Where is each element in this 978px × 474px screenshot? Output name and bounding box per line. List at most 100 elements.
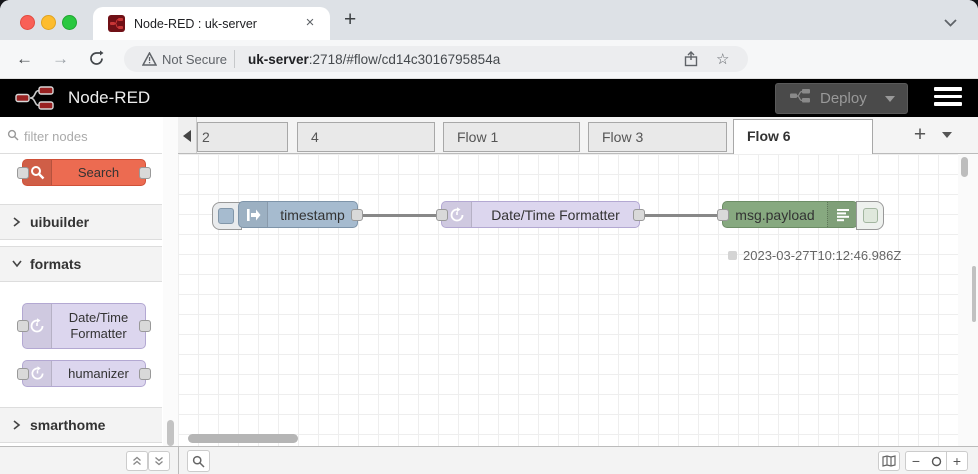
not-secure-warning-icon[interactable]: [141, 51, 158, 71]
tab-close-icon[interactable]: ×: [305, 14, 315, 31]
node-debug-msg-payload[interactable]: msg.payload: [717, 201, 858, 228]
search-icon: [192, 455, 205, 468]
filter-nodes-input[interactable]: [6, 124, 174, 148]
add-flow-button[interactable]: +: [913, 123, 927, 146]
forward-button[interactable]: →: [52, 49, 69, 68]
inject-trigger-button[interactable]: [212, 202, 242, 230]
deploy-button[interactable]: Deploy: [775, 83, 908, 114]
zoom-out-button[interactable]: −: [905, 451, 927, 471]
wire[interactable]: [358, 214, 442, 217]
palette-filter-row: [0, 117, 174, 154]
node-status-text: 2023-03-27T10:12:46.986Z: [743, 248, 902, 263]
node-label: msg.payload: [735, 206, 815, 223]
chevron-right-icon: [13, 217, 21, 227]
divider: [178, 446, 179, 474]
flow-canvas[interactable]: timestamp Date/Time Formatter msg.payloa…: [178, 154, 958, 446]
fullscreen-window-button[interactable]: [62, 15, 77, 30]
node-input-port: [17, 166, 29, 179]
chevron-down-icon[interactable]: [944, 14, 957, 32]
address-bar[interactable]: Not Secure uk-server:2718/#flow/cd14c301…: [124, 46, 748, 72]
palette-category-smarthome[interactable]: smarthome: [0, 407, 162, 443]
window-scrollbar-thumb[interactable]: [972, 266, 976, 322]
divider: [234, 50, 235, 68]
flow-tab-label: 4: [311, 129, 319, 145]
node-output-port[interactable]: [351, 208, 363, 221]
node-input-port: [17, 367, 29, 380]
flow-tab-flow6-active[interactable]: Flow 6: [733, 119, 873, 154]
flow-tab-flow1[interactable]: Flow 1: [443, 122, 580, 152]
flow-tab-clipped[interactable]: 2: [197, 122, 288, 152]
zoom-reset-button[interactable]: [926, 451, 947, 471]
scrollbar-thumb[interactable]: [961, 157, 968, 177]
node-input-port[interactable]: [717, 208, 729, 221]
url-text[interactable]: uk-server:2718/#flow/cd14c3016795854a: [248, 52, 500, 67]
browser-tab[interactable]: Node-RED : uk-server ×: [93, 7, 330, 40]
canvas-vertical-scrollbar-track[interactable]: [958, 154, 978, 446]
tab-title: Node-RED : uk-server: [134, 17, 257, 31]
category-label: uibuilder: [30, 214, 90, 230]
category-label: formats: [30, 256, 82, 272]
flow-tab-flow3[interactable]: Flow 3: [588, 122, 727, 152]
security-label: Not Secure: [162, 52, 228, 67]
double-chevron-up-icon: [133, 456, 141, 465]
node-status-dot: [728, 251, 737, 260]
circle-icon: [931, 456, 941, 466]
tab-scroll-left-button[interactable]: [178, 117, 197, 153]
node-label: Date/Time Formatter: [491, 206, 620, 223]
map-icon: [882, 455, 896, 467]
node-output-port: [139, 166, 151, 179]
app-title: Node-RED: [68, 88, 151, 107]
wire[interactable]: [640, 214, 723, 217]
url-host: uk-server: [248, 52, 309, 67]
deploy-options-caret-icon[interactable]: [884, 95, 895, 102]
bookmark-star-icon[interactable]: ☆: [716, 51, 730, 68]
palette-node-label: humanizer: [68, 365, 129, 381]
palette-category-formats[interactable]: formats: [0, 246, 162, 282]
palette-collapse-all-button[interactable]: [126, 451, 148, 471]
palette-node-label: Search: [77, 164, 120, 180]
node-output-port: [139, 367, 151, 380]
chevron-right-icon: [13, 420, 21, 430]
node-inject-timestamp[interactable]: timestamp: [238, 201, 363, 228]
palette-scrollbar[interactable]: [163, 117, 178, 446]
node-datetime-formatter[interactable]: Date/Time Formatter: [436, 201, 645, 228]
reload-button[interactable]: [88, 50, 105, 72]
close-window-button[interactable]: [20, 15, 35, 30]
deploy-icon: [789, 88, 811, 109]
palette-node-humanizer[interactable]: humanizer: [17, 360, 151, 387]
node-input-port[interactable]: [436, 208, 448, 221]
flow-tab-label: 2: [202, 129, 210, 145]
zoom-in-button[interactable]: +: [947, 451, 968, 471]
plus-icon: +: [952, 453, 962, 469]
browser-toolbar: ← → Not Secure uk-server:2718/#flow/cd14…: [0, 40, 978, 109]
inject-icon: [239, 202, 268, 227]
flow-list-caret-icon[interactable]: [942, 132, 952, 138]
navigator-map-button[interactable]: [878, 451, 900, 471]
titlebar: Node-RED : uk-server × +: [0, 0, 978, 40]
palette-node-datetime-formatter[interactable]: Date/Time Formatter: [17, 303, 151, 349]
new-tab-button[interactable]: +: [344, 8, 357, 31]
chevron-down-icon: [12, 260, 22, 268]
palette-node-search[interactable]: Search: [17, 159, 151, 186]
main-menu-icon[interactable]: [934, 87, 962, 110]
palette-expand-all-button[interactable]: [148, 451, 170, 471]
flow-tab-4[interactable]: 4: [297, 122, 435, 152]
canvas-horizontal-scrollbar[interactable]: [188, 434, 298, 443]
share-icon[interactable]: [684, 51, 698, 72]
back-button[interactable]: ←: [16, 49, 33, 68]
debug-enable-toggle[interactable]: [856, 201, 884, 230]
flow-tab-label: Flow 1: [457, 129, 499, 145]
node-palette: Search uibuilder formats Date/Time Forma…: [0, 117, 174, 446]
minimize-window-button[interactable]: [41, 15, 56, 30]
triangle-left-icon: [183, 130, 191, 142]
node-red-favicon: [108, 15, 125, 32]
palette-category-uibuilder[interactable]: uibuilder: [0, 204, 162, 240]
canvas-search-button[interactable]: [187, 450, 210, 472]
palette-node-label: Date/Time Formatter: [68, 310, 129, 341]
debug-icon: [827, 202, 857, 227]
node-red-logo: [14, 84, 62, 117]
scrollbar-thumb[interactable]: [167, 420, 174, 446]
deploy-label: Deploy: [820, 90, 867, 107]
node-output-port[interactable]: [633, 208, 645, 221]
inject-button-inner: [218, 208, 234, 224]
